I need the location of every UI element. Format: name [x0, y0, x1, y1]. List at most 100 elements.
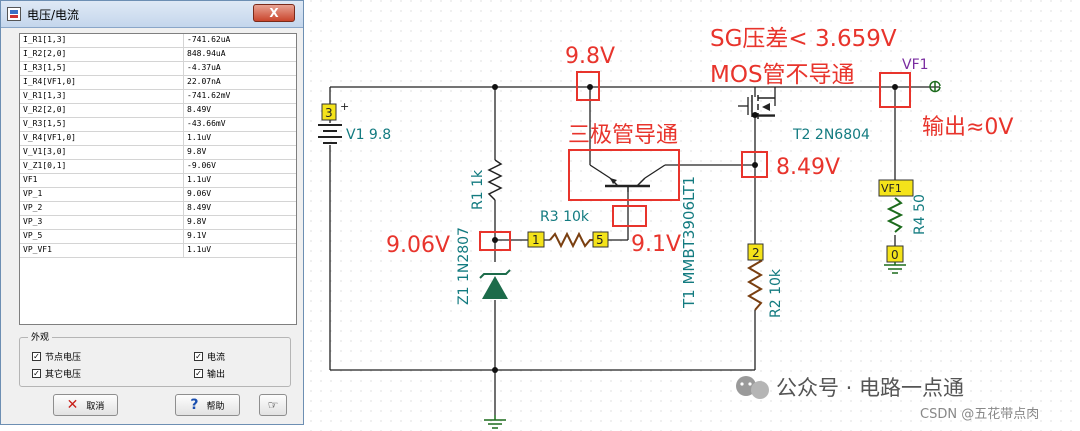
annotation-node5-voltage: 9.1V: [631, 232, 681, 257]
row-name: VF1: [20, 174, 184, 187]
row-name: I_R2[2,0]: [20, 48, 184, 61]
row-value: 9.8V: [187, 147, 207, 156]
node-voltage-checkbox[interactable]: ✓ 节点电压: [32, 350, 81, 363]
node-5-tag: 5: [596, 233, 604, 247]
r4-label: R4 50: [912, 194, 928, 235]
row-value: -741.62uA: [187, 35, 231, 44]
row-value: -741.62mV: [187, 91, 231, 100]
check-icon: ✓: [194, 369, 203, 378]
node-voltage-label: 节点电压: [45, 353, 82, 363]
table-row[interactable]: V_Z1[0,1]-9.06V: [20, 160, 296, 174]
table-row[interactable]: I_R4[VF1,0]22.07nA: [20, 76, 296, 90]
z1-label: Z1 1N2807: [456, 227, 472, 305]
annotation-boxes: [479, 71, 911, 251]
check-icon: ✓: [32, 352, 41, 361]
row-name: V_R1[1,3]: [20, 90, 184, 103]
r1-resistor-symbol[interactable]: [487, 159, 503, 201]
hand-pointer-icon: ☞: [267, 398, 279, 412]
row-value: 848.94uA: [187, 49, 226, 58]
table-row[interactable]: I_R2[2,0]848.94uA: [20, 48, 296, 62]
r3-resistor-symbol[interactable]: [549, 231, 595, 249]
v1-plus-sign: +: [340, 100, 349, 113]
row-name: VP_1: [20, 188, 184, 201]
appearance-group: 外观 ✓ 节点电压 ✓ 电流 ✓ 其它电压 ✓ 输出: [19, 330, 291, 387]
row-value: 22.07nA: [187, 77, 221, 86]
table-row[interactable]: V_R3[1,5]-43.66mV: [20, 118, 296, 132]
pointer-button[interactable]: ☞: [259, 394, 287, 416]
watermark: 公众号 · 电路一点通 CSDN @五花带点肉: [736, 376, 1039, 422]
output-checkbox[interactable]: ✓ 输出: [194, 367, 225, 380]
row-value: 8.49V: [187, 105, 212, 114]
r1-label: R1 1k: [470, 169, 486, 210]
row-value: -43.66mV: [187, 119, 226, 128]
node-1-tag: 1: [532, 233, 540, 247]
question-icon: ?: [190, 397, 199, 413]
row-name: V_Z1[0,1]: [20, 160, 184, 173]
row-value: 9.06V: [187, 189, 212, 198]
cancel-label: 取消: [86, 401, 105, 412]
row-name: I_R1[1,3]: [20, 34, 184, 47]
row-value: 1.1uV: [187, 245, 212, 254]
check-icon: ✓: [32, 369, 41, 378]
node-3-tag: 3: [325, 106, 333, 120]
r2-resistor-symbol[interactable]: [747, 254, 763, 311]
vf1-label: VF1: [902, 57, 929, 73]
table-row[interactable]: V_V1[3,0]9.8V: [20, 146, 296, 160]
table-row[interactable]: I_R1[1,3]-741.62uA: [20, 34, 296, 48]
t1-label: T1 MMBT3906LT1: [680, 176, 698, 309]
v1-battery-symbol[interactable]: [318, 124, 342, 144]
annotation-mos-off: MOS管不导通: [710, 62, 855, 88]
help-button[interactable]: ? 帮助: [175, 394, 240, 416]
current-checkbox[interactable]: ✓ 电流: [194, 350, 225, 363]
annotation-top-voltage: 9.8V: [565, 44, 615, 69]
vf1-terminal-icon[interactable]: [929, 80, 941, 93]
other-voltage-checkbox[interactable]: ✓ 其它电压: [32, 367, 81, 380]
row-value: 1.1uV: [187, 175, 212, 184]
annotation-node2-voltage: 8.49V: [776, 155, 840, 180]
mosfet-arrow: [762, 103, 770, 111]
row-name: VP_VF1: [20, 244, 184, 257]
table-row[interactable]: V_R1[1,3]-741.62mV: [20, 90, 296, 104]
row-value: 9.1V: [187, 231, 207, 240]
table-row[interactable]: V_R2[2,0]8.49V: [20, 104, 296, 118]
row-value: -9.06V: [187, 161, 216, 170]
ground-symbol-left: [484, 415, 506, 429]
close-button[interactable]: X: [253, 4, 295, 22]
watermark-main: 公众号 · 电路一点通: [776, 376, 964, 400]
cancel-button[interactable]: ✕ 取消: [53, 394, 118, 416]
t1-transistor-symbol[interactable]: [605, 177, 650, 192]
node-tags: [321, 103, 914, 263]
help-label: 帮助: [206, 401, 225, 412]
r4-resistor-symbol[interactable]: [886, 197, 904, 233]
t2-label: T2 2N6804: [792, 127, 870, 143]
annotation-sg-voltage: SG压差< 3.659V: [710, 26, 897, 52]
watermark-sub: CSDN @五花带点肉: [920, 406, 1039, 422]
annotation-node1-voltage: 9.06V: [386, 233, 450, 258]
mosfet-symbol[interactable]: [751, 95, 775, 119]
node-2-tag: 2: [752, 246, 760, 260]
x-icon: ✕: [66, 397, 79, 413]
table-row[interactable]: V_R4[VF1,0]1.1uV: [20, 132, 296, 146]
app-window-icon: [7, 7, 21, 21]
vf1-node-tag: VF1: [881, 182, 902, 195]
table-row[interactable]: I_R3[1,5]-4.37uA: [20, 62, 296, 76]
v1-label: V1 9.8: [346, 127, 391, 143]
row-value: -4.37uA: [187, 63, 221, 72]
dialog-titlebar[interactable]: 电压/电流 X: [1, 1, 303, 28]
z1-zener-symbol[interactable]: [479, 269, 511, 299]
row-value: 8.49V: [187, 203, 212, 212]
annotation-output: 输出≈0V: [922, 115, 1013, 140]
output-label: 输出: [207, 370, 226, 380]
row-name: I_R3[1,5]: [20, 62, 184, 75]
row-name: VP_2: [20, 202, 184, 215]
row-value: 9.8V: [187, 217, 207, 226]
